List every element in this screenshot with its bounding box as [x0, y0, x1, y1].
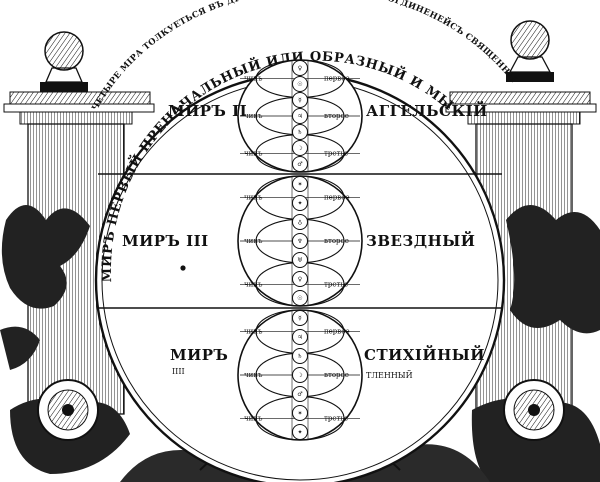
chain-glyph: ✦ [297, 200, 302, 207]
chain-glyph: ♀ [298, 65, 302, 72]
world-2-right: АГГЕЛЬСКІЙ [366, 101, 488, 120]
chain-node [292, 290, 308, 306]
world-3-left: МИРЪ ІІІ [122, 232, 209, 250]
chain-node [292, 271, 308, 287]
left-orb [44, 31, 84, 71]
world-4-right: СТИХІЙНЫЙ [364, 345, 485, 364]
chain-node [292, 405, 308, 421]
world-3-right: ЗВЕЗДНЫЙ [366, 231, 475, 250]
chain-rank-label: чинъ [244, 371, 263, 379]
chain-glyph: ♆ [297, 238, 302, 245]
chain-rank-label: чинъ [244, 149, 263, 157]
right-rosette [503, 379, 565, 441]
world-4-subtitle: ТЛЕННЫЙ [366, 371, 413, 380]
chain-order-label: второе [324, 371, 349, 379]
world-4-left: МИРЪ [170, 346, 228, 364]
chain-glyph: ☉ [297, 295, 302, 302]
chain-node [292, 329, 308, 345]
chain-rank-label: чинъ [244, 280, 263, 288]
chain-node [292, 233, 308, 249]
chain-rank-label: чинъ [244, 328, 263, 336]
chain-glyph: ♃ [297, 113, 302, 120]
chain-order-label: третье [324, 280, 348, 288]
chain-glyph: ♂ [297, 391, 302, 398]
chain-order-label: третье [324, 414, 348, 422]
chain-glyph: ♀ [298, 276, 302, 283]
chain-order-label: второе [324, 112, 349, 120]
chain-node [292, 176, 308, 192]
ink-dot [180, 265, 186, 271]
chain-glyph: ☿ [298, 315, 302, 322]
chain-rank-label: чинъ [244, 414, 263, 422]
chain-glyph: ♄ [297, 129, 302, 136]
chain-node [292, 424, 308, 440]
chain-glyph: ♅ [297, 257, 302, 264]
chain-node [292, 76, 308, 92]
chain-rank-label: чинъ [244, 194, 263, 202]
right-orb [510, 20, 550, 60]
chain-rank-label: чинъ [244, 75, 263, 83]
chain-rank-label: чинъ [244, 237, 263, 245]
chain-glyph: ♄ [297, 353, 302, 360]
chain-glyph: ☉ [297, 81, 302, 88]
chain-node [292, 310, 308, 326]
chain-order-label: первое [324, 194, 350, 202]
chain-glyph: ♁ [298, 219, 302, 226]
chain-node [292, 367, 308, 383]
chain-node [292, 156, 308, 172]
chain-rank-label: чинъ [244, 112, 263, 120]
chain-glyph: ☿ [298, 97, 302, 104]
chain-node [292, 92, 308, 108]
chain-node [292, 252, 308, 268]
chain-glyph: ♃ [297, 334, 302, 341]
chain-node [292, 124, 308, 140]
chain-glyph: ☽ [297, 145, 302, 152]
chain-node [292, 195, 308, 211]
chain-glyph: ✶ [297, 181, 302, 188]
chain-glyph: ✶ [297, 410, 302, 417]
left-rosette [37, 379, 99, 441]
chain-glyph: ✦ [297, 429, 302, 436]
chain-node [292, 386, 308, 402]
chain-node [292, 348, 308, 364]
chain-order-label: первое [324, 75, 350, 83]
chain-node [292, 140, 308, 156]
world-2-left: МИРЪ ІІ [168, 102, 247, 120]
central-sphere-chain: ♀ ☉ ☿ ♃ ♄ ☽ ♂ первое чинъ второе чинъ третье чинъ ✶ ✦ ♁… [237, 59, 363, 441]
chain-order-label: третье [324, 149, 348, 157]
chain-glyph: ☽ [297, 372, 302, 379]
world-4-left-number: ІІІІ [172, 367, 185, 376]
chain-order-label: первое [324, 328, 350, 336]
chain-order-label: второе [324, 237, 349, 245]
chain-glyph: ♂ [297, 161, 302, 168]
chain-node [292, 214, 308, 230]
chain-node [292, 60, 308, 76]
chain-node [292, 108, 308, 124]
